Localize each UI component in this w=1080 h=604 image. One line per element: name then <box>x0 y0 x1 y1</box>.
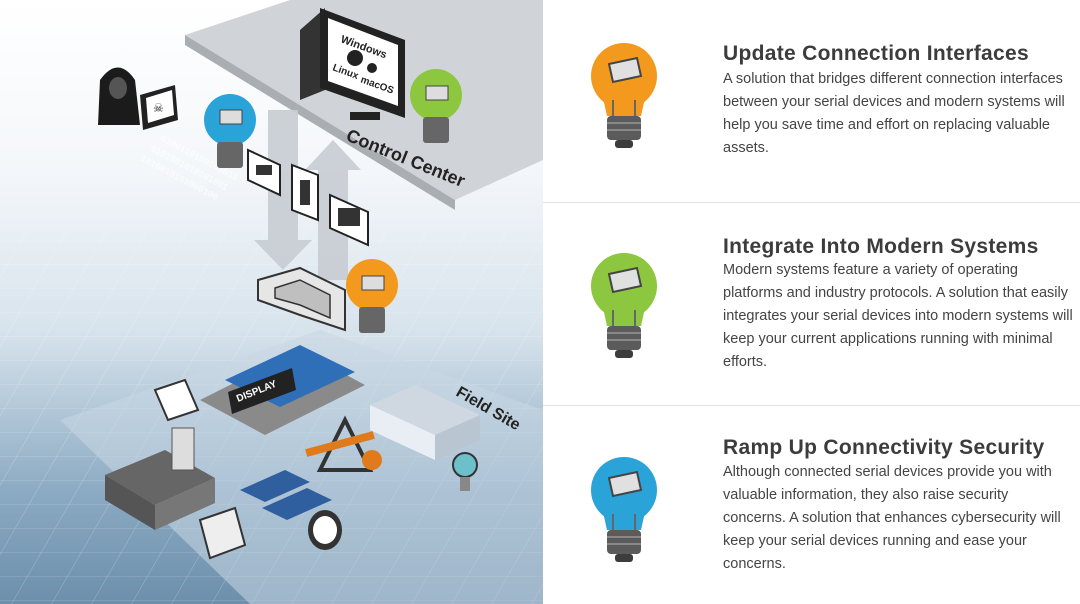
feature-title: Ramp Up Connectivity Security <box>723 436 1045 459</box>
serial-connector-icon <box>257 266 346 332</box>
lightbulb-icon <box>591 43 657 148</box>
feature-item-update-interfaces: Update Connection Interfaces A solution … <box>543 0 1080 202</box>
monitor-icon: Windows Linux macOS <box>300 8 405 120</box>
feature-list: Update Connection Interfaces A solution … <box>543 0 1080 604</box>
divider <box>543 405 1080 406</box>
meter-device <box>308 510 342 550</box>
lightbulb-icon <box>591 457 657 562</box>
connector-icons <box>247 148 369 247</box>
feature-description: Modern systems feature a variety of oper… <box>723 262 1073 370</box>
office-building <box>370 385 480 460</box>
svg-text:☠: ☠ <box>153 101 164 115</box>
lightbulb-icon <box>591 253 657 358</box>
illustration-svg: Control Center Windows Linux macOS ☠ 010… <box>0 0 543 604</box>
train-station: DISPLAY <box>200 345 365 435</box>
solar-panels <box>240 470 332 520</box>
feature-title: Integrate Into Modern Systems <box>723 235 1039 258</box>
feature-description: Although connected serial devices provid… <box>723 464 1061 572</box>
lightbulb-icon-green <box>410 69 462 143</box>
lightbulb-icon-orange <box>346 259 398 333</box>
factory <box>105 427 215 530</box>
sensor-device <box>452 452 478 491</box>
feature-item-connectivity-security: Ramp Up Connectivity Security Although c… <box>543 406 1080 604</box>
oil-pump <box>305 415 382 472</box>
divider <box>543 202 1080 203</box>
controller-box <box>153 378 247 560</box>
feature-item-integrate-systems: Integrate Into Modern Systems Modern sys… <box>543 203 1080 405</box>
hacker-figure: ☠ <box>98 67 178 130</box>
network-illustration: Control Center Windows Linux macOS ☠ 010… <box>0 0 543 604</box>
feature-title: Update Connection Interfaces <box>723 42 1029 65</box>
lightbulb-icon-blue <box>204 94 256 168</box>
feature-description: A solution that bridges different connec… <box>723 71 1065 156</box>
